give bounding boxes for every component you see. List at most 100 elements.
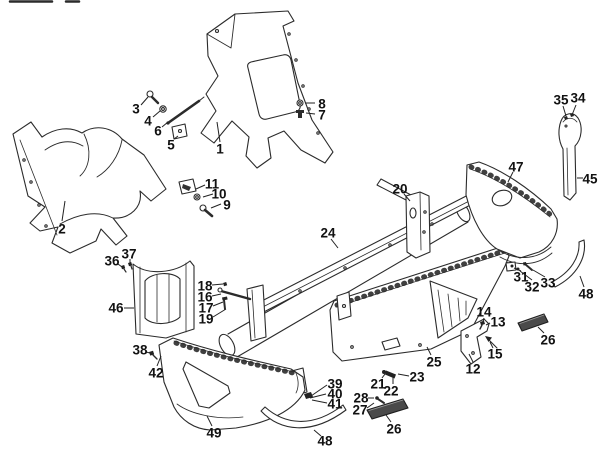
- callout-38: 38: [132, 343, 151, 358]
- part-number-label: 39: [327, 377, 342, 392]
- callout-13: 13: [485, 315, 506, 330]
- callout-18: 18: [197, 279, 224, 294]
- callout-6: 6: [154, 121, 169, 139]
- part-number-label: 42: [148, 366, 163, 381]
- part-number-label: 5: [167, 138, 175, 153]
- part-number-label: 13: [490, 315, 506, 330]
- part-number-label: 20: [392, 182, 407, 197]
- callout-37: 37: [121, 247, 137, 264]
- part-number-label: 16: [197, 290, 213, 305]
- callout-2: 2: [58, 200, 66, 237]
- fastener-38-42-screw: [149, 350, 158, 360]
- callout-12: 12: [465, 353, 481, 377]
- part-number-label: 36: [104, 254, 120, 269]
- callout-16: 16: [197, 290, 222, 305]
- fastener-35-screw: [564, 116, 568, 120]
- part-number-label: 26: [386, 422, 402, 437]
- part-1-shape: [200, 10, 334, 169]
- part-number-label: 9: [223, 198, 231, 213]
- callout-14: 14: [476, 305, 492, 323]
- part-number-label: 46: [108, 301, 124, 316]
- part-number-label: 49: [206, 426, 221, 441]
- callout-27: 27: [352, 403, 375, 418]
- part-number-label: 3: [132, 102, 140, 117]
- callout-46: 46: [108, 301, 134, 316]
- part-number-label: 6: [154, 124, 162, 139]
- fastener-33-pin: [523, 262, 533, 271]
- part-number-label: 19: [198, 312, 213, 327]
- part-number-label: 2: [58, 222, 66, 237]
- part-number-label: 10: [211, 187, 226, 202]
- part-number-label: 14: [476, 305, 492, 320]
- fastener-31-screw: [510, 264, 514, 268]
- part-26-reflector-bottom: [366, 398, 409, 420]
- callout-7: 7: [305, 108, 326, 123]
- callout-15: 15: [487, 341, 503, 362]
- part-number-label: 8: [318, 97, 326, 112]
- callout-42: 42: [148, 355, 164, 381]
- part-number-label: 34: [570, 91, 586, 106]
- part-number-label: 41: [327, 397, 343, 412]
- callout-47: 47: [507, 160, 524, 183]
- fastener-10-washer: [193, 193, 201, 201]
- callout-31: 31: [513, 267, 529, 285]
- callout-22: 22: [383, 377, 399, 399]
- part-48-trim-right: [551, 239, 586, 288]
- part-2-shape: [12, 121, 167, 254]
- part-number-label: 26: [540, 333, 556, 348]
- part-number-label: 22: [383, 384, 398, 399]
- callout-49: 49: [206, 415, 222, 441]
- part-number-label: 47: [508, 160, 523, 175]
- part-45-shape: [558, 113, 582, 201]
- fastener-3-screw: [146, 90, 160, 105]
- part-number-label: 23: [409, 370, 425, 385]
- part-47-shape: [465, 161, 558, 272]
- diagram-artwork: [8, 0, 586, 431]
- fastener-4-washer: [159, 105, 167, 113]
- fastener-6-pin: [166, 96, 205, 125]
- part-20-bracket: [376, 178, 431, 259]
- fastener-36-screw: [121, 265, 127, 273]
- fastener-39-41-clip: [304, 392, 313, 399]
- part-number-label: 32: [524, 280, 539, 295]
- callout-20: 20: [392, 182, 411, 202]
- callout-24: 24: [320, 226, 339, 249]
- part-number-label: 48: [578, 287, 594, 302]
- fastener-11-clip: [178, 178, 197, 195]
- part-number-label: 21: [370, 377, 386, 392]
- callout-48: 48: [578, 275, 594, 302]
- callout-19: 19: [198, 308, 227, 327]
- part-46-shape: [132, 260, 195, 339]
- part-number-label: 31: [513, 270, 529, 285]
- callout-1: 1: [216, 121, 224, 157]
- callout-40: 40: [309, 387, 343, 402]
- fastener-8-ring: [296, 99, 304, 107]
- callout-26: 26: [537, 326, 556, 348]
- callout-39: 39: [310, 377, 343, 397]
- callout-4: 4: [144, 110, 161, 129]
- callout-8: 8: [305, 97, 326, 112]
- part-number-label: 35: [553, 93, 569, 108]
- callout-28: 28: [353, 391, 374, 406]
- part-number-label: 40: [327, 387, 342, 402]
- callout-23: 23: [397, 370, 425, 385]
- fastener-15-bolt-arrow: [485, 336, 498, 349]
- part-number-label: 28: [353, 391, 369, 406]
- part-number-label: 24: [320, 226, 336, 241]
- fastener-9-bolt: [199, 204, 214, 218]
- part-number-label: 27: [352, 403, 367, 418]
- part-number-label: 48: [317, 434, 333, 449]
- callout-45: 45: [577, 172, 598, 187]
- part-number-label: 15: [487, 347, 503, 362]
- part-number-label: 7: [318, 108, 326, 123]
- callout-17: 17: [198, 301, 224, 316]
- callout-21: 21: [370, 373, 386, 392]
- part-number-label: 12: [465, 362, 480, 377]
- part-number-label: 38: [132, 343, 148, 358]
- callout-9: 9: [210, 198, 231, 213]
- fastener-37-screw: [128, 262, 133, 270]
- part-26-reflector-right: [517, 313, 549, 332]
- fastener-5-clip: [171, 123, 188, 140]
